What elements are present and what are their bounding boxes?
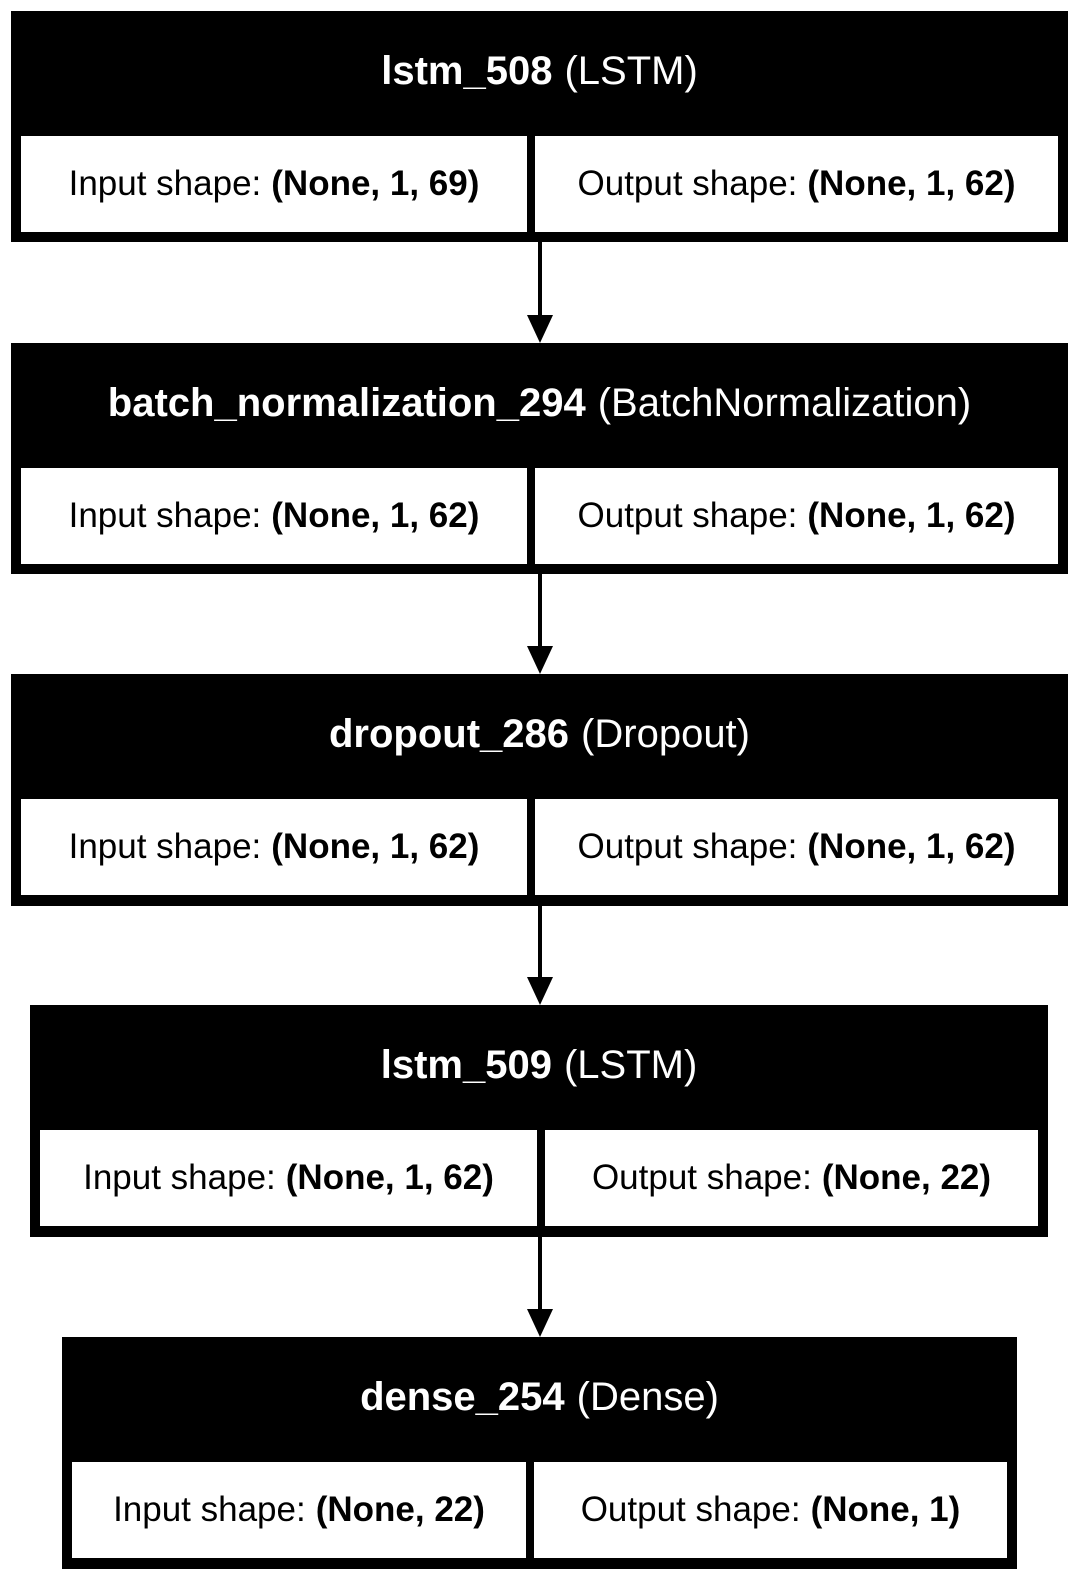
layer-header: lstm_509 (LSTM) (30, 1005, 1048, 1125)
input-shape-value: (None, 1, 69) (271, 164, 480, 203)
input-shape-cell: Input shape: (None, 1, 62) (21, 799, 527, 895)
input-shape-cell: Input shape: (None, 1, 62) (40, 1130, 537, 1226)
input-shape-label: Input shape: (113, 1490, 306, 1529)
arrowhead-icon (527, 1309, 553, 1337)
output-shape-value: (None, 1, 62) (807, 827, 1016, 866)
input-shape-value: (None, 1, 62) (271, 827, 480, 866)
input-shape-label: Input shape: (68, 164, 262, 203)
output-shape-label: Output shape: (577, 827, 798, 866)
output-shape-cell: Output shape: (None, 1, 62) (535, 799, 1058, 895)
output-shape-cell: Output shape: (None, 1) (534, 1462, 1007, 1558)
layer-header: batch_normalization_294 (BatchNormalizat… (11, 343, 1068, 463)
layer-name: lstm_508 (381, 48, 553, 93)
output-shape-cell: Output shape: (None, 1, 62) (535, 136, 1058, 232)
input-shape-cell: Input shape: (None, 1, 62) (21, 468, 527, 564)
layer-node: dropout_286 (Dropout) Input shape: (None… (11, 674, 1068, 906)
edge-2 (527, 906, 553, 1005)
layer-type: (LSTM) (563, 1042, 698, 1087)
input-shape-label: Input shape: (83, 1158, 276, 1197)
input-shape-value: (None, 1, 62) (285, 1158, 494, 1197)
input-shape-cell: Input shape: (None, 22) (72, 1462, 526, 1558)
output-shape-label: Output shape: (580, 1490, 801, 1529)
layer-node: batch_normalization_294 (BatchNormalizat… (11, 343, 1068, 574)
input-shape-label: Input shape: (68, 827, 262, 866)
output-shape-label: Output shape: (577, 496, 798, 535)
output-shape-cell: Output shape: (None, 22) (545, 1130, 1038, 1226)
layer-header: dropout_286 (Dropout) (11, 674, 1068, 794)
layer-type: (Dropout) (581, 711, 750, 756)
layer-name: dense_254 (360, 1374, 565, 1419)
layer-name: lstm_509 (380, 1042, 552, 1087)
edge-1 (527, 574, 553, 674)
layer-type: (BatchNormalization) (597, 380, 972, 425)
edge-3 (527, 1237, 553, 1337)
layer-type: (Dense) (576, 1374, 719, 1419)
layer-header: dense_254 (Dense) (62, 1337, 1017, 1457)
input-shape-cell: Input shape: (None, 1, 69) (21, 136, 527, 232)
input-shape-value: (None, 1, 62) (271, 496, 480, 535)
output-shape-label: Output shape: (577, 164, 798, 203)
output-shape-value: (None, 1) (810, 1490, 961, 1529)
layer-node: dense_254 (Dense) Input shape: (None, 22… (62, 1337, 1017, 1569)
layer-node: lstm_508 (LSTM) Input shape: (None, 1, 6… (11, 11, 1068, 242)
arrowhead-icon (527, 315, 553, 343)
output-shape-label: Output shape: (591, 1158, 812, 1197)
layer-header: lstm_508 (LSTM) (11, 11, 1068, 131)
arrowhead-icon (527, 646, 553, 674)
layer-name: dropout_286 (329, 711, 570, 756)
output-shape-cell: Output shape: (None, 1, 62) (535, 468, 1058, 564)
output-shape-value: (None, 22) (821, 1158, 992, 1197)
layer-name: batch_normalization_294 (107, 380, 586, 425)
layer-node: lstm_509 (LSTM) Input shape: (None, 1, 6… (30, 1005, 1048, 1237)
edge-0 (527, 242, 553, 343)
output-shape-value: (None, 1, 62) (807, 496, 1016, 535)
input-shape-label: Input shape: (68, 496, 262, 535)
layer-type: (LSTM) (564, 48, 698, 93)
input-shape-value: (None, 22) (315, 1490, 485, 1529)
arrowhead-icon (527, 977, 553, 1005)
output-shape-value: (None, 1, 62) (807, 164, 1016, 203)
